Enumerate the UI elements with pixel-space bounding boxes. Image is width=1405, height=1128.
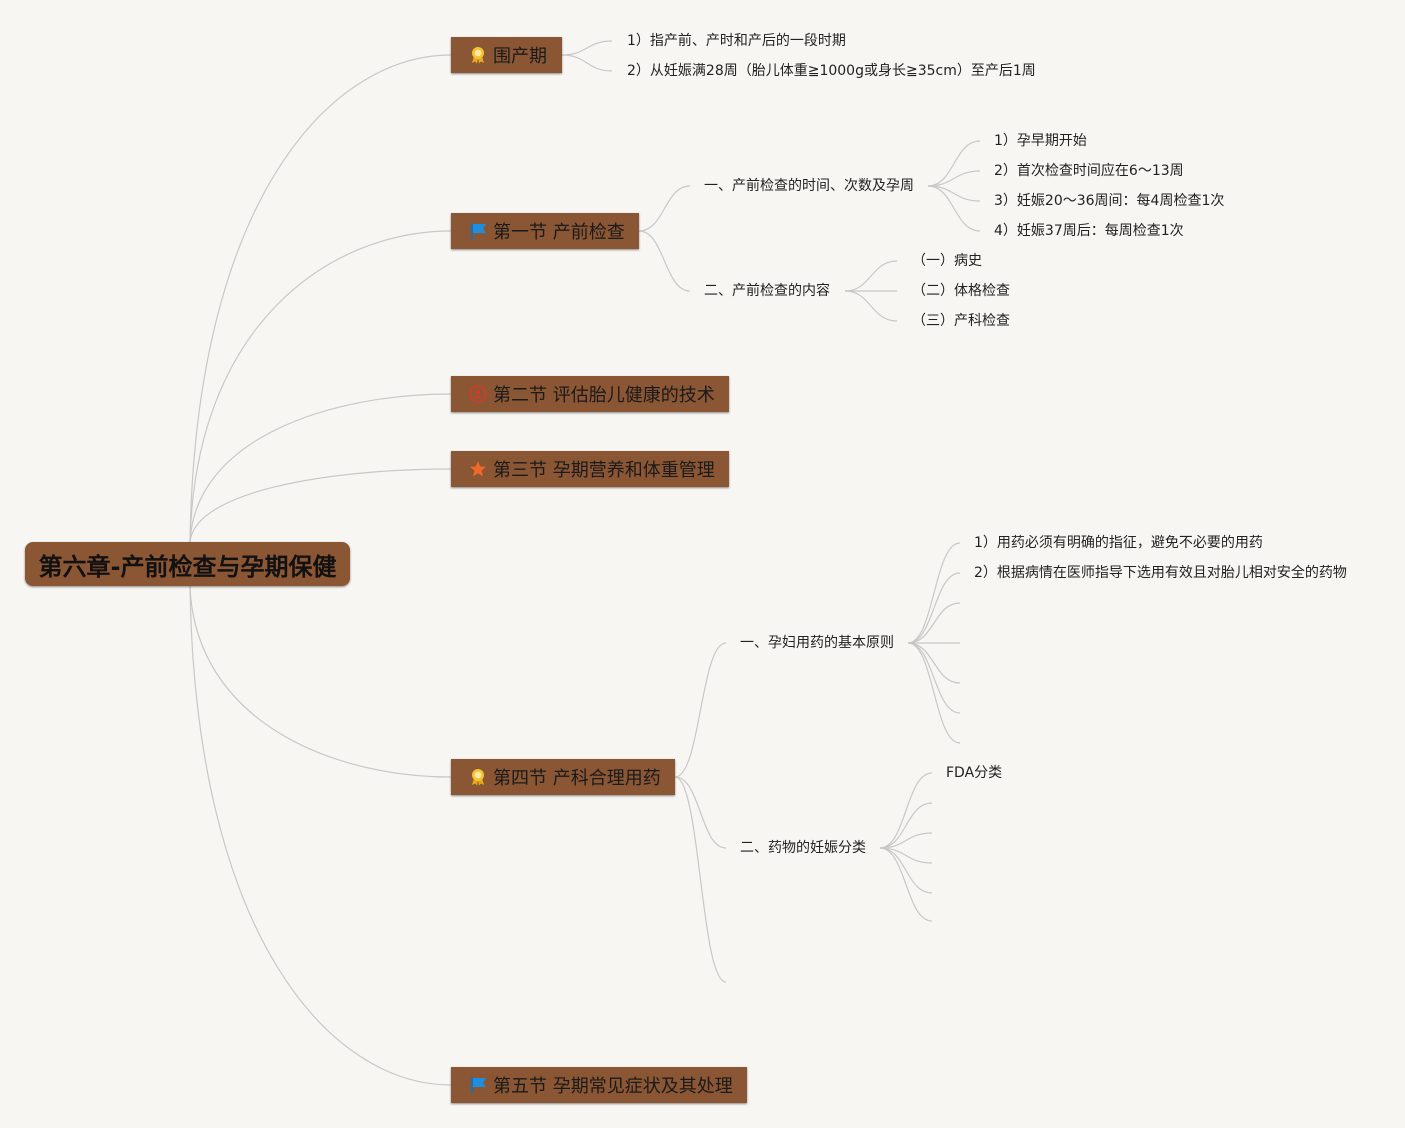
section4-subtopic-principles[interactable]: 一、孕妇用药的基本原则 [740, 635, 894, 651]
perinatal-item[interactable]: 1）指产前、产时和产后的一段时期 [627, 33, 846, 49]
connector-line [879, 847, 933, 864]
connector-line [907, 542, 961, 644]
principle-item[interactable]: 2）根据病情在医师指导下选用有效且对胎儿相对安全的药物 [974, 565, 1347, 581]
exam-time-item[interactable]: 4）妊娠37周后：每周检查1次 [994, 223, 1184, 239]
topic-label: 第一节 产前检查 [493, 222, 625, 243]
connector-line [927, 170, 981, 187]
connector-line [907, 642, 961, 714]
topic-label: 第三节 孕期营养和体重管理 [493, 460, 715, 481]
connector-line [927, 185, 981, 232]
exam-content-item[interactable]: （二）体格检查 [912, 283, 1010, 299]
connector-line [189, 393, 452, 543]
classification-item[interactable]: FDA分类 [946, 765, 1003, 781]
connector-line [561, 54, 613, 72]
connector-line [638, 230, 691, 292]
connector-line [189, 54, 452, 543]
connector-line [927, 185, 981, 202]
connector-line [879, 847, 933, 894]
section1-subtopic-content[interactable]: 二、产前检查的内容 [704, 283, 830, 299]
connector-line [189, 585, 452, 1086]
topic-label: 第四节 产科合理用药 [493, 768, 661, 789]
connector-line [907, 602, 961, 644]
topic-section-4[interactable]: 第四节 产科合理用药 [451, 759, 675, 795]
principle-item[interactable]: 1）用药必须有明确的指征，避免不必要的用药 [974, 535, 1263, 551]
topic-label: 第五节 孕期常见症状及其处理 [493, 1076, 733, 1097]
topic-section-2[interactable]: 第二节 评估胎儿健康的技术 [451, 376, 729, 412]
topic-perinatal[interactable]: 围产期 [451, 37, 562, 73]
blue-flag-icon [469, 1076, 487, 1094]
connector-line [927, 140, 981, 187]
perinatal-item[interactable]: 2）从妊娠满28周（胎儿体重≧1000g或身长≧35cm）至产后1周 [627, 63, 1036, 79]
connector-line [844, 290, 898, 322]
connector-line [879, 832, 933, 849]
exam-time-item[interactable]: 2）首次检查时间应在6～13周 [994, 163, 1184, 179]
topic-section-1[interactable]: 第一节 产前检查 [451, 213, 639, 249]
connector-line [907, 642, 961, 684]
topic-label: 围产期 [493, 46, 547, 67]
connector-line [674, 776, 727, 983]
blue-flag-icon [469, 222, 487, 240]
connector-line [907, 572, 961, 644]
topic-section-5[interactable]: 第五节 孕期常见症状及其处理 [451, 1067, 747, 1103]
connector-line [638, 185, 691, 232]
connector-line [879, 847, 933, 922]
exam-time-item[interactable]: 1）孕早期开始 [994, 133, 1087, 149]
topic-label: 第二节 评估胎儿健康的技术 [493, 385, 715, 406]
connector-line [189, 468, 452, 543]
section4-subtopic-classification[interactable]: 二、药物的妊娠分类 [740, 840, 866, 856]
connector-line [189, 230, 452, 543]
topic-section-3[interactable]: 第三节 孕期营养和体重管理 [451, 451, 729, 487]
connector-line [844, 260, 898, 292]
connector-line [674, 642, 727, 778]
exam-time-item[interactable]: 3）妊娠20～36周间：每4周检查1次 [994, 193, 1225, 209]
connector-line [189, 585, 452, 778]
exam-content-item[interactable]: （三）产科检查 [912, 313, 1010, 329]
connector-line [674, 776, 727, 849]
red-meeple-icon [469, 385, 487, 403]
award-ribbon-icon [469, 46, 487, 64]
connector-line [879, 772, 933, 849]
connector-line [907, 642, 961, 744]
award-ribbon-icon [469, 768, 487, 786]
connector-line [561, 40, 613, 56]
connector-line [879, 802, 933, 849]
root-label: 第六章-产前检查与孕期保健 [38, 552, 337, 581]
orange-star-icon [469, 460, 487, 478]
section1-subtopic-time[interactable]: 一、产前检查的时间、次数及孕周 [704, 178, 914, 194]
root-node[interactable]: 第六章-产前检查与孕期保健 [25, 542, 350, 586]
exam-content-item[interactable]: （一）病史 [912, 253, 982, 269]
